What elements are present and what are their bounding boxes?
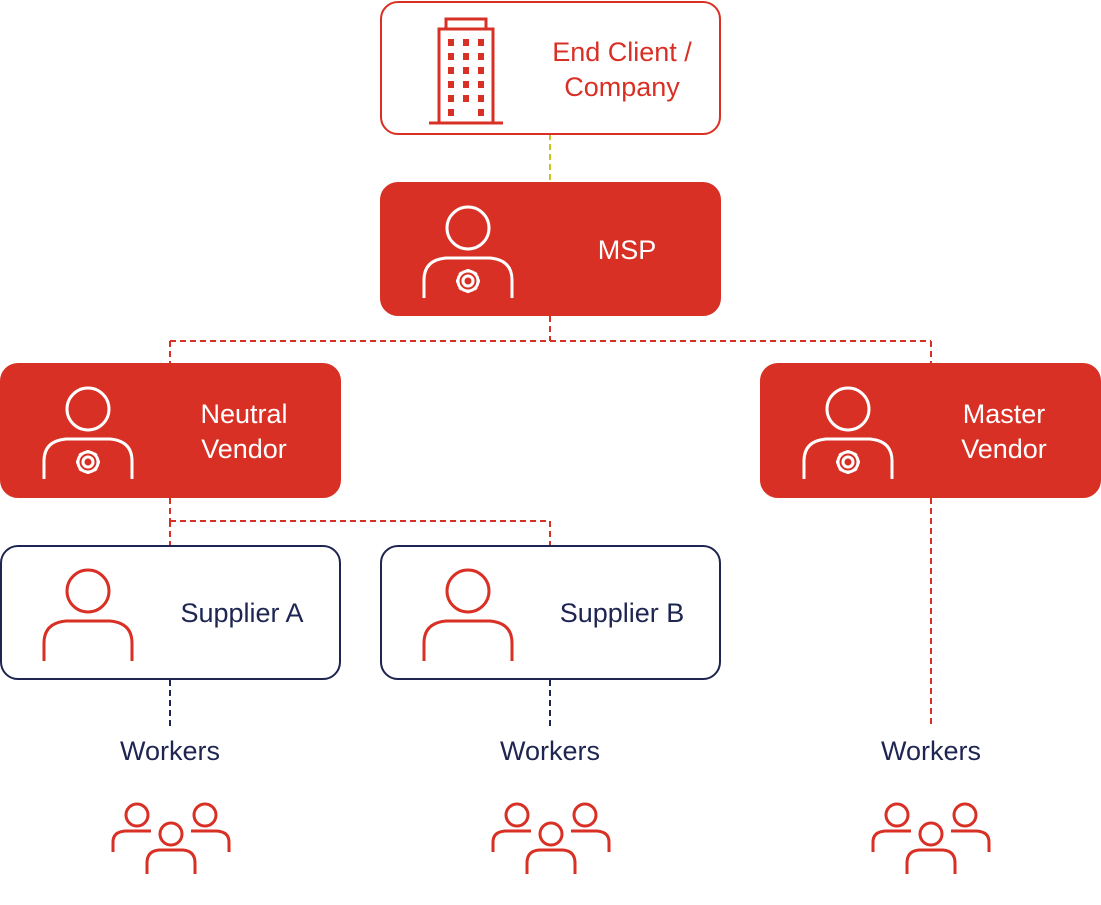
person-icon	[422, 568, 514, 661]
group-icon	[111, 802, 231, 874]
supplier-a-node: Supplier A	[0, 545, 341, 680]
end-client-node: End Client / Company	[380, 1, 721, 135]
msp-node: MSP	[380, 182, 721, 316]
workers-label-b: Workers	[499, 736, 600, 766]
workers-label-c: Workers	[880, 736, 981, 766]
supplier-b-label: Supplier B	[559, 598, 685, 628]
neutral-vendor-node: Neutral Vendor	[0, 363, 341, 498]
group-icon	[871, 802, 991, 874]
neutral-vendor-label: Neutral Vendor	[200, 399, 288, 464]
workers-label-a: Workers	[119, 736, 220, 766]
msp-label: MSP	[597, 235, 657, 265]
supplier-a-label: Supplier A	[180, 598, 304, 628]
master-vendor-label: Master Vendor	[961, 399, 1047, 464]
person-gear-icon	[422, 205, 514, 298]
person-icon	[42, 568, 134, 661]
person-gear-icon	[42, 386, 134, 479]
building-icon	[429, 17, 503, 125]
supplier-b-node: Supplier B	[380, 545, 721, 680]
master-vendor-node: Master Vendor	[760, 363, 1101, 498]
group-icon	[491, 802, 611, 874]
person-gear-icon	[802, 386, 894, 479]
end-client-label: End Client / Company	[552, 37, 692, 102]
